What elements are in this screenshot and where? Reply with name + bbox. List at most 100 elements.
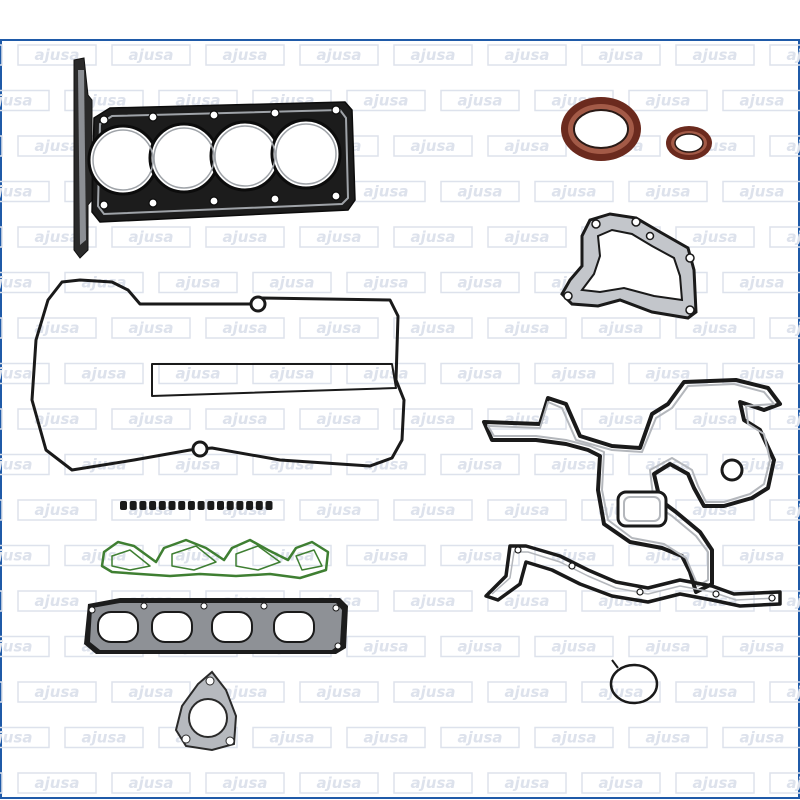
watermark-box — [0, 362, 50, 385]
watermark-logo-text: ajusa — [364, 92, 409, 110]
watermark-box — [17, 317, 97, 339]
watermark-box — [346, 89, 426, 112]
watermark-logo-text: ajusa — [693, 683, 738, 701]
watermark-box — [0, 271, 50, 294]
watermark-logo-text: ajusa — [740, 365, 785, 383]
watermark-logo-text: ajusa — [552, 183, 597, 201]
watermark-logo-text: ajusa — [270, 729, 315, 747]
watermark-logo-text: ajusa — [646, 183, 691, 201]
valve-stem-seals — [120, 501, 273, 510]
watermark-box — [534, 726, 614, 749]
watermark-box — [17, 408, 97, 430]
watermark-logo-text: ajusa — [458, 274, 503, 292]
exhaust-manifold-gasket — [84, 598, 348, 654]
watermark-logo-text: ajusa — [0, 456, 33, 474]
watermark-box — [393, 499, 473, 521]
watermark-logo-text: ajusa — [129, 774, 174, 792]
watermark-logo-text: ajusa — [35, 410, 80, 428]
watermark-logo-text: ajusa — [411, 228, 456, 246]
watermark-logo-text: ajusa — [129, 46, 174, 64]
watermark-logo-text: ajusa — [364, 183, 409, 201]
watermark-logo-text: ajusa — [317, 683, 362, 701]
watermark-logo-text: ajusa — [317, 319, 362, 337]
watermark-logo-text: ajusa — [740, 274, 785, 292]
watermark-box — [17, 681, 97, 703]
watermark-box — [205, 44, 285, 66]
valve-stem-seal — [226, 501, 234, 510]
watermark-logo-text: ajusa — [740, 183, 785, 201]
watermark-logo-text: ajusa — [458, 456, 503, 474]
watermark-logo-text: ajusa — [599, 410, 644, 428]
watermark-box — [769, 408, 800, 430]
watermark-logo-text: ajusa — [505, 228, 550, 246]
watermark-box — [111, 772, 191, 794]
watermark-box — [487, 499, 567, 521]
watermark-logo-text: ajusa — [223, 683, 268, 701]
watermark-logo-text: ajusa — [505, 501, 550, 519]
watermark-box — [675, 408, 755, 430]
watermark-box — [111, 681, 191, 703]
watermark-box — [534, 635, 614, 658]
watermark-logo-text: ajusa — [0, 547, 33, 565]
watermark-logo-text: ajusa — [411, 592, 456, 610]
watermark-box — [0, 453, 50, 476]
valve-stem-seal — [246, 501, 254, 510]
watermark-box — [722, 362, 800, 385]
watermark-box — [393, 408, 473, 430]
watermark-logo-text: ajusa — [82, 365, 127, 383]
watermark-logo-text: ajusa — [411, 410, 456, 428]
watermark-box — [722, 544, 800, 567]
watermark-logo-text: ajusa — [82, 729, 127, 747]
watermark-logo-text: ajusa — [411, 319, 456, 337]
valve-stem-seal — [197, 501, 205, 510]
watermark-logo-text: ajusa — [505, 319, 550, 337]
watermark-logo-text: ajusa — [552, 638, 597, 656]
watermark-logo-text: ajusa — [740, 729, 785, 747]
watermark-box — [393, 226, 473, 248]
watermark-box — [675, 317, 755, 339]
watermark-box — [628, 180, 708, 203]
watermark-box — [581, 681, 661, 703]
watermark-box — [769, 499, 800, 521]
watermark-box — [393, 44, 473, 66]
watermark-box — [346, 544, 426, 567]
valve-stem-seal — [255, 501, 263, 510]
watermark-box — [0, 226, 3, 248]
valve-stem-seal — [120, 501, 127, 510]
watermark-logo-text: ajusa — [599, 683, 644, 701]
watermark-box — [440, 453, 520, 476]
watermark-box — [581, 772, 661, 794]
watermark-box — [205, 408, 285, 430]
watermark-logo-text: ajusa — [223, 228, 268, 246]
watermark-box — [299, 499, 379, 521]
valve-cover-gasket — [30, 278, 406, 472]
watermark-logo-text: ajusa — [646, 365, 691, 383]
watermark-logo-text: ajusa — [740, 638, 785, 656]
watermark-logo-text: ajusa — [0, 365, 33, 383]
water-pump-gasket — [560, 212, 698, 320]
watermark-logo-text: ajusa — [599, 46, 644, 64]
watermark-box — [534, 180, 614, 203]
watermark-box — [487, 226, 567, 248]
cylinder-head-gasket — [73, 57, 356, 259]
watermark-box — [299, 408, 379, 430]
watermark-logo-text: ajusa — [364, 274, 409, 292]
watermark-logo-text: ajusa — [740, 547, 785, 565]
watermark-logo-text: ajusa — [0, 729, 33, 747]
watermark-logo-text: ajusa — [693, 228, 738, 246]
oil-pan-gasket — [484, 544, 782, 608]
watermark-box — [64, 544, 144, 567]
watermark-logo-text: ajusa — [35, 228, 80, 246]
watermark-box — [0, 635, 50, 658]
watermark-box — [440, 544, 520, 567]
watermark-box — [487, 44, 567, 66]
valve-stem-seal — [178, 501, 186, 510]
watermark-box — [0, 544, 50, 567]
watermark-box — [675, 226, 755, 248]
watermark-logo-text: ajusa — [552, 547, 597, 565]
watermark-logo-text: ajusa — [129, 683, 174, 701]
watermark-box — [769, 226, 800, 248]
watermark-logo-text: ajusa — [552, 729, 597, 747]
watermark-box — [17, 499, 97, 521]
watermark-box — [205, 772, 285, 794]
